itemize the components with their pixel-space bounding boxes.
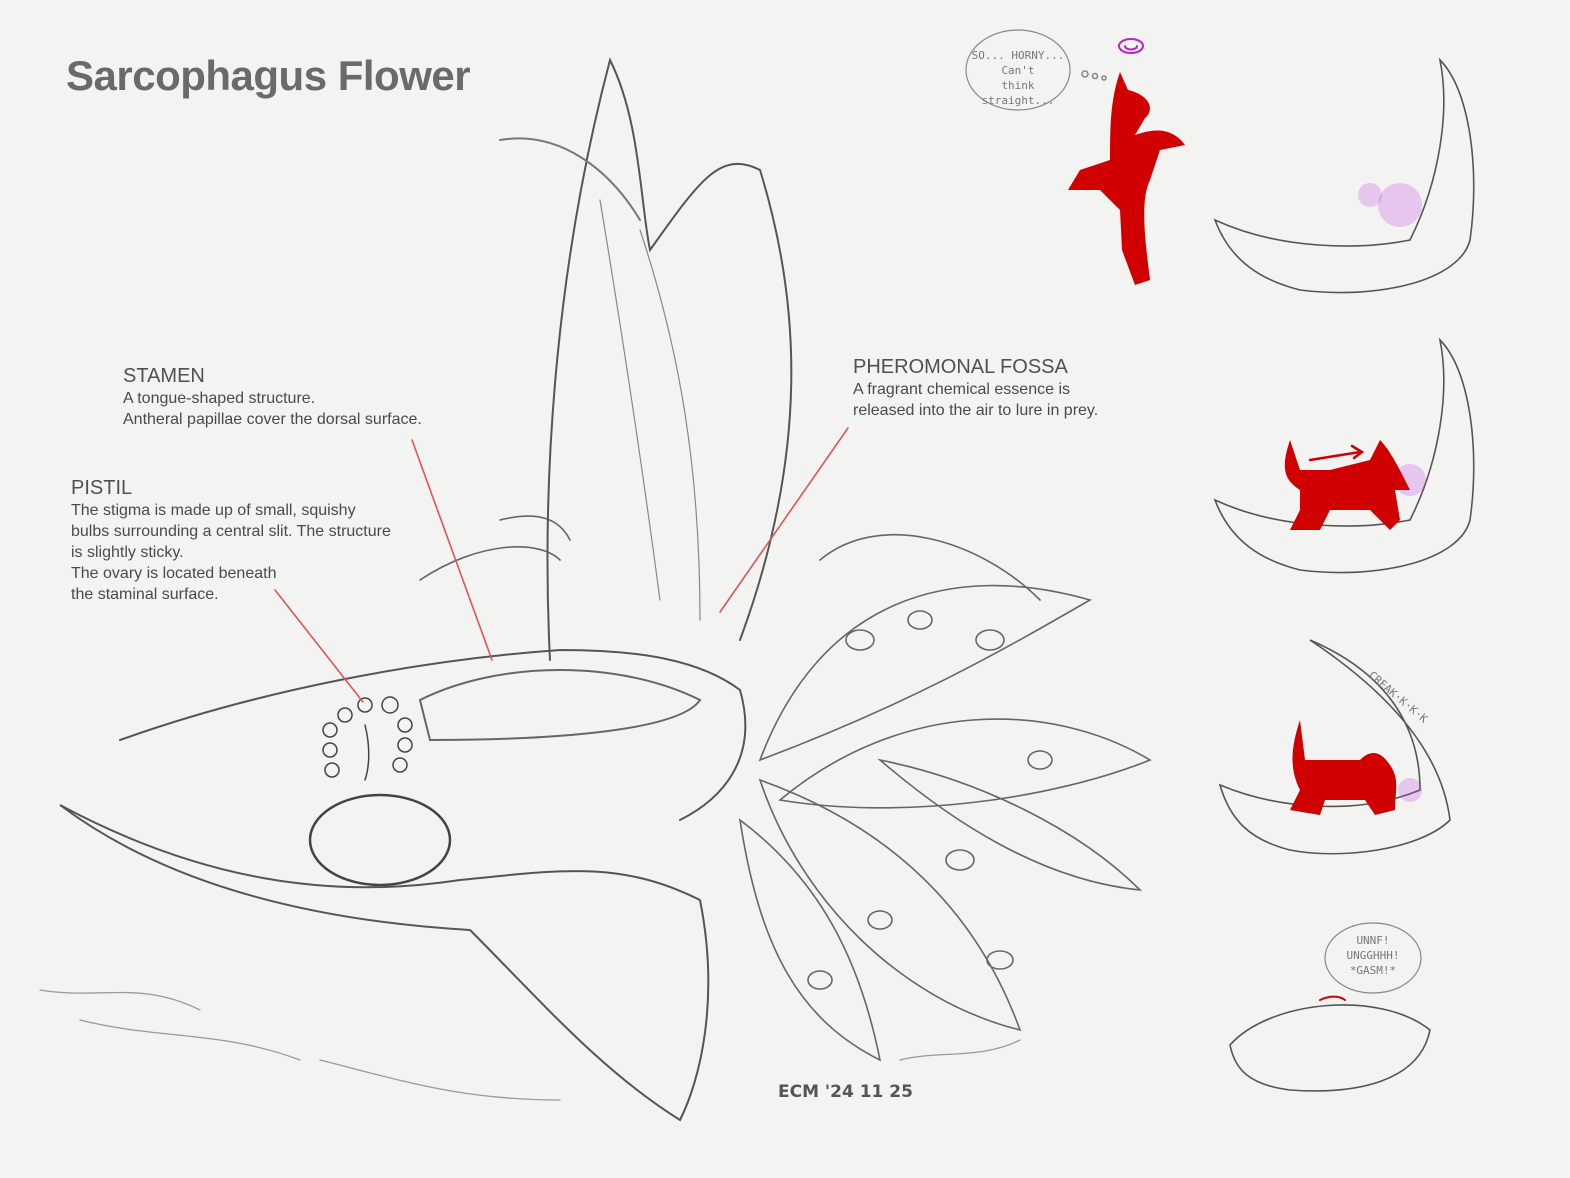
bubble-line: Can't (1001, 64, 1035, 77)
fossa-line: A fragrant chemical essence is (853, 381, 1070, 398)
pistil-line: bulbs surrounding a central slit. The st… (71, 523, 391, 540)
leader-lines (274, 427, 849, 703)
speech-bubble-text: UNNF! UNGGHHH! *GASM!* (1327, 933, 1419, 978)
pistil-line: The ovary is located beneath (71, 565, 277, 582)
bubble-line: UNNF! (1356, 934, 1390, 947)
pod-opening (308, 793, 452, 887)
bubble-line: *GASM!* (1349, 964, 1397, 977)
dazed-spiral-icon (1118, 38, 1145, 54)
thought-bubble-text: SO... HORNY... Can't think straight... (970, 48, 1066, 108)
fossa-heading: PHEROMONAL FOSSA (853, 356, 1068, 378)
motion-arrow-icon (1308, 444, 1365, 462)
fossa-annotation: PHEROMONAL FOSSA A fragrant chemical ess… (853, 357, 1098, 421)
stamen-tongue (546, 57, 793, 661)
page-title: Sarcophagus Flower (66, 52, 471, 99)
pistil-line: The stigma is made up of small, squishy (71, 502, 356, 519)
pistil-annotation: PISTIL The stigma is made up of small, s… (71, 478, 391, 605)
pistil-bulbs (322, 696, 413, 781)
pistil-heading: PISTIL (71, 477, 133, 499)
pod-body (59, 804, 710, 1122)
bubble-line: SO... HORNY... (971, 49, 1065, 62)
artist-signature: ECM '24 11 25 (778, 1082, 913, 1102)
stamen-line: A tongue-shaped structure. (123, 390, 316, 407)
pistil-line: is slightly sticky. (71, 544, 184, 561)
stamen-annotation: STAMEN A tongue-shaped structure. Anther… (123, 366, 422, 430)
stamen-line: Antheral papillae cover the dorsal surfa… (123, 411, 422, 428)
stamen-heading: STAMEN (123, 365, 205, 387)
bubble-line: UNGGHHH! (1346, 949, 1400, 962)
fossa-line: released into the air to lure in prey. (853, 402, 1099, 419)
bubble-line: think straight... (981, 79, 1055, 107)
leaf-cluster (419, 515, 1152, 1062)
pistil-line: the staminal surface. (71, 586, 219, 603)
creature-silhouettes (1068, 72, 1410, 1001)
